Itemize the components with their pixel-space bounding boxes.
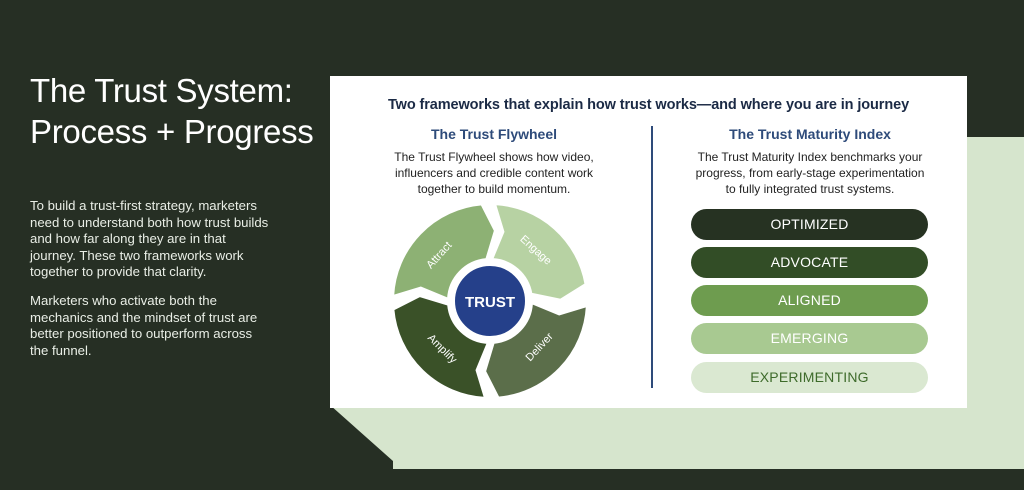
flywheel-description: The Trust Flywheel shows how video, infl… [394, 150, 594, 196]
background-accent-fold [330, 405, 450, 469]
flywheel-segment-attract [392, 203, 496, 301]
maturity-description: The Trust Maturity Index benchmarks your… [695, 150, 925, 196]
flywheel-title: The Trust Flywheel [430, 126, 558, 142]
title-line-1: The Trust System: [30, 72, 293, 109]
flywheel-center-label: TRUST [465, 294, 515, 311]
summary-paragraph: Marketers who activate both the mechanic… [30, 293, 258, 358]
flywheel-segment-amplify [392, 295, 490, 399]
maturity-title: The Trust Maturity Index [729, 126, 891, 142]
flywheel-center-circle [451, 262, 529, 340]
frameworks-card: Two frameworks that explain how trust wo… [330, 76, 967, 408]
title-line-2: Process + Progress [30, 113, 314, 150]
maturity-level-aligned: ALIGNED [691, 285, 928, 316]
card-heading: Two frameworks that explain how trust wo… [387, 97, 910, 113]
maturity-level-experimenting: EXPERIMENTING [691, 362, 928, 393]
flywheel-segment-deliver [484, 301, 588, 399]
maturity-level-advocate: ADVOCATE [691, 247, 928, 278]
intro-paragraph: To build a trust-first strategy, markete… [30, 198, 269, 279]
maturity-level-emerging: EMERGING [691, 323, 928, 354]
flywheel-segment-engage [490, 203, 587, 301]
maturity-level-optimized: OPTIMIZED [691, 209, 928, 240]
column-divider [651, 126, 653, 388]
page-title: The Trust System: Process + Progress [30, 70, 320, 152]
